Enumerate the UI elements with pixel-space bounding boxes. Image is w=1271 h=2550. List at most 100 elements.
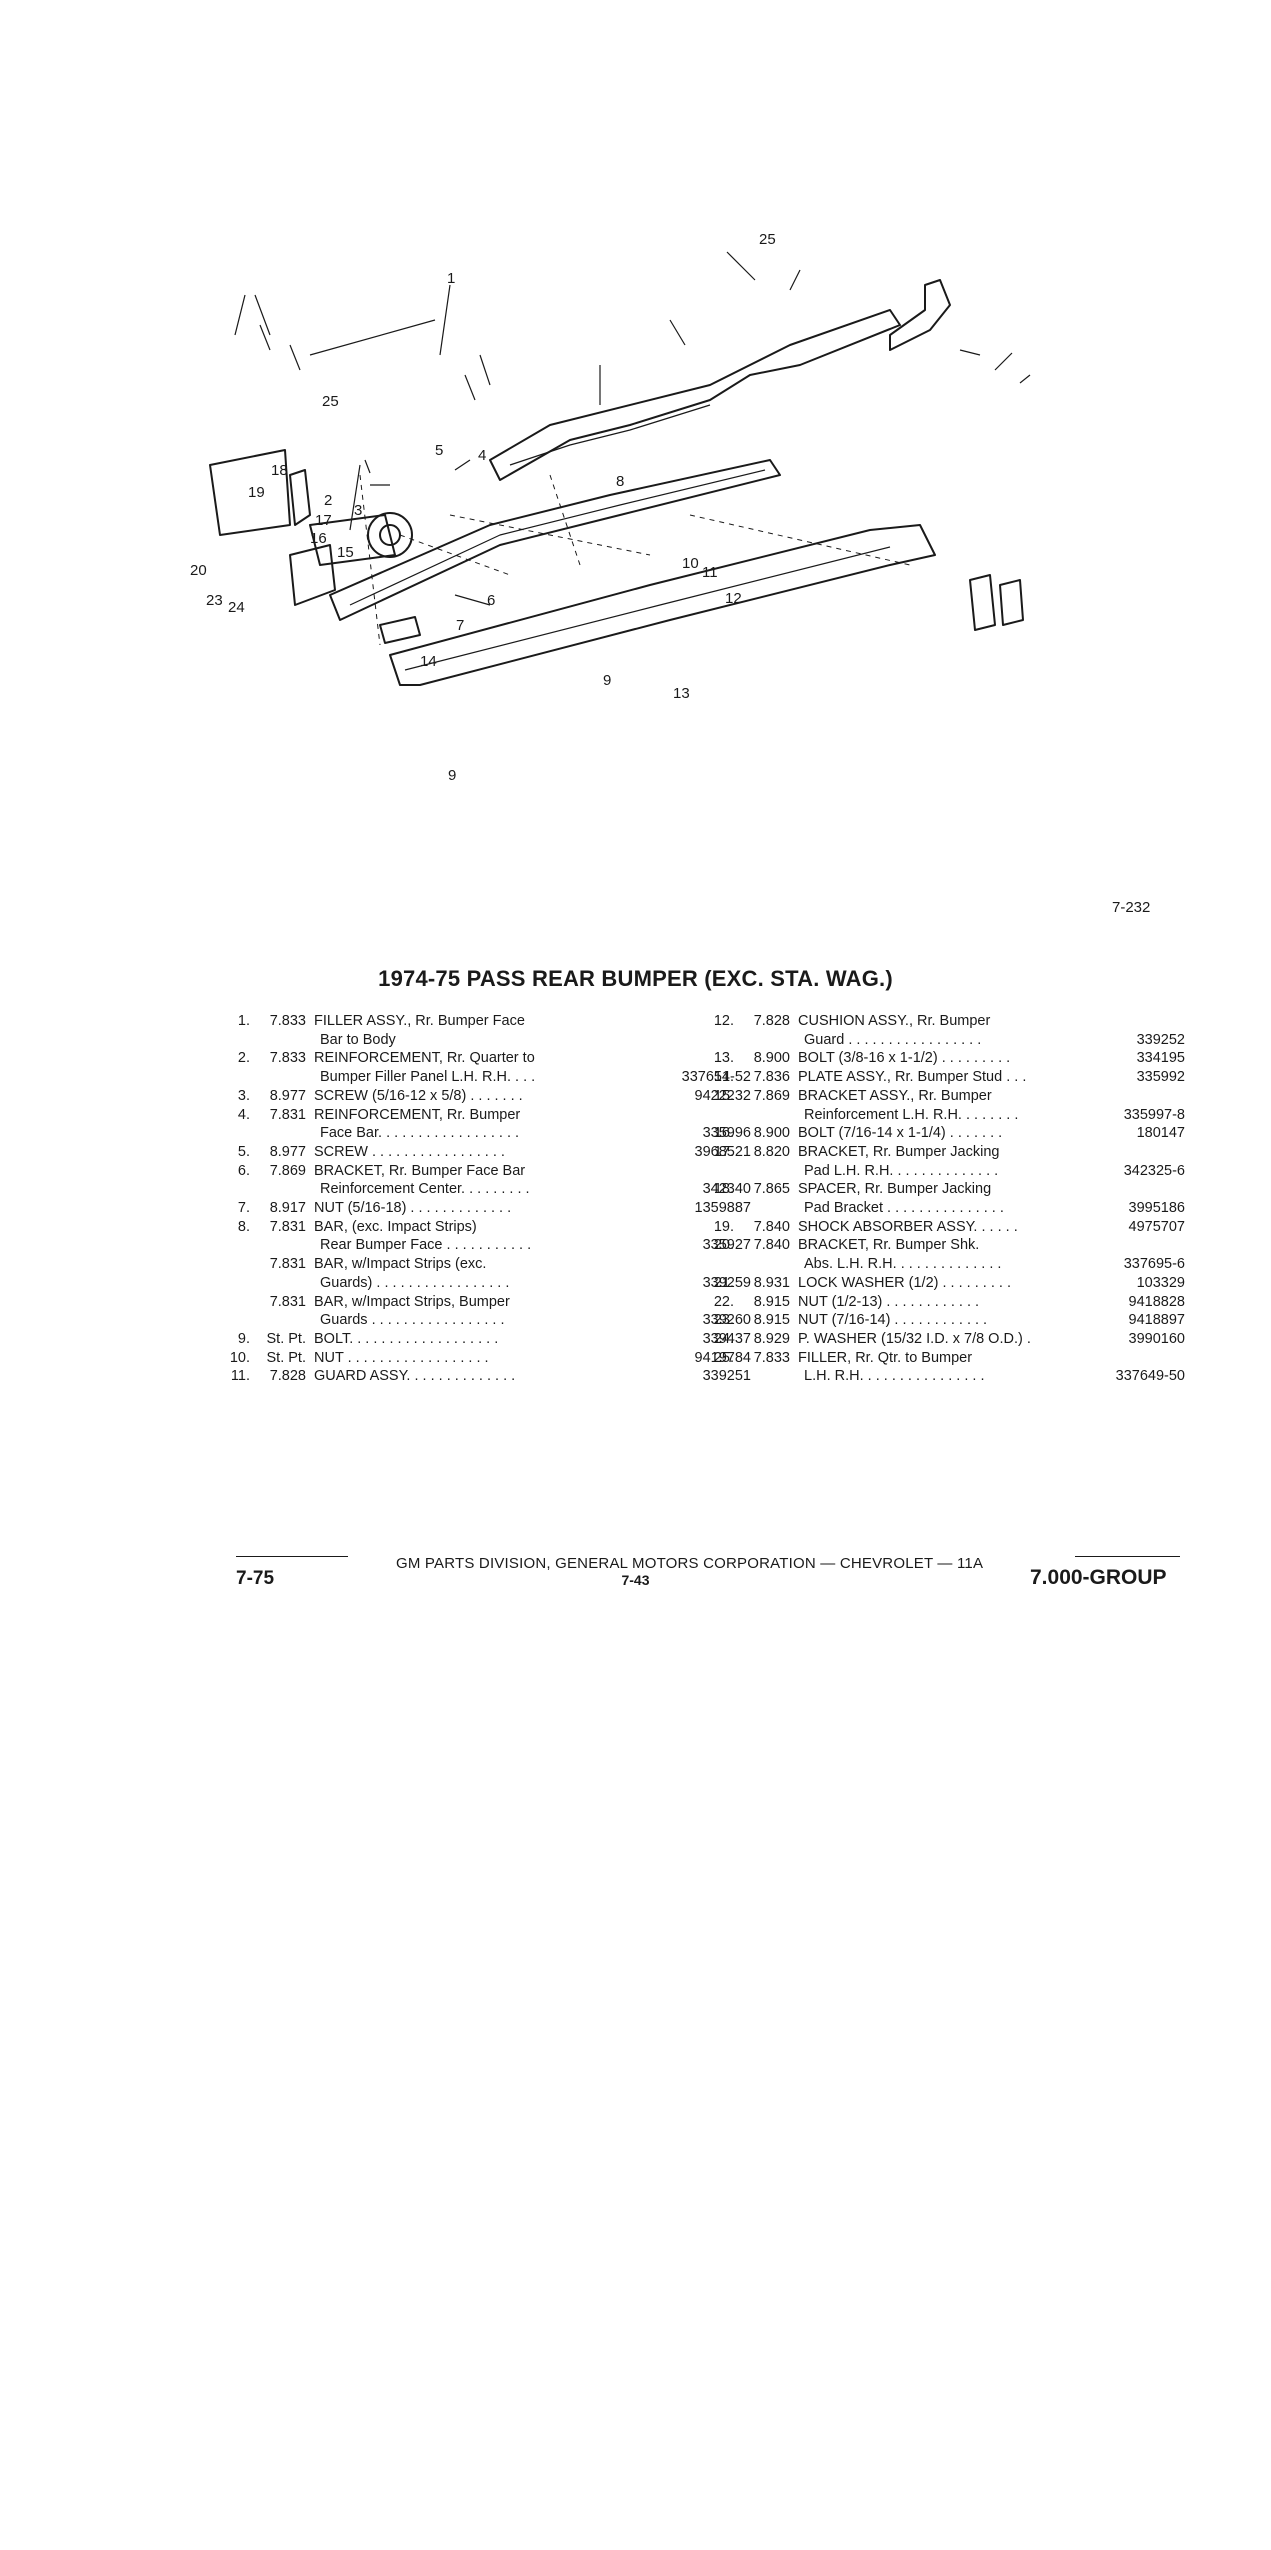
callout-11: 11	[702, 564, 718, 581]
part-number	[1099, 1012, 1185, 1031]
group-number: 8.917	[269, 1200, 306, 1217]
part-description: Reinforcement L.H. R.H. . . . . . . .	[804, 1106, 1019, 1123]
group-number: 8.931	[753, 1274, 790, 1291]
part-description: REINFORCEMENT, Rr. Bumper	[314, 1106, 521, 1123]
item-number	[216, 1031, 250, 1050]
item-number: 7.	[237, 1200, 250, 1217]
part-number: 335996	[702, 1125, 751, 1142]
part-number: 335927	[702, 1237, 751, 1254]
part-number	[1099, 1349, 1185, 1368]
group-number: 8.820	[753, 1143, 790, 1160]
part-description: BOLT (7/16-14 x 1-1/4) . . . . . . .	[798, 1125, 1003, 1142]
part-number: 339259	[702, 1274, 751, 1291]
callout-13: 13	[673, 685, 690, 702]
group-number: 7.869	[753, 1087, 790, 1104]
exploded-bumper-diagram: 25 1 25 23 18 19 2 3 5 4 8 17 16 15 20 2…	[190, 231, 1031, 784]
callout-19: 19	[248, 484, 265, 501]
group-number: 7.833	[269, 1050, 306, 1067]
callout-20: 20	[190, 562, 207, 579]
group-number: St. Pt.	[266, 1349, 307, 1366]
item-number	[700, 1031, 734, 1050]
footer-group: 7.000-GROUP	[1030, 1566, 1167, 1589]
item-number: 13.	[713, 1050, 734, 1067]
group-number	[734, 1367, 798, 1386]
part-number	[1099, 1143, 1185, 1162]
item-number	[700, 1162, 734, 1181]
part-description: SCREW (5/16-12 x 5/8) . . . . . . .	[314, 1087, 523, 1104]
part-description: Guards . . . . . . . . . . . . . . . . .	[320, 1312, 505, 1329]
part-description: NUT (7/16-14) . . . . . . . . . . . .	[798, 1312, 988, 1329]
part-number: 342340	[702, 1181, 751, 1198]
item-number: 15.	[713, 1087, 734, 1104]
group-number	[250, 1311, 314, 1330]
part-description: PLATE ASSY., Rr. Bumper Stud . . .	[798, 1069, 1027, 1086]
callout-14: 14	[420, 653, 437, 670]
parts-list-row: Bumper Filler Panel L.H. R.H. . . .33765…	[216, 1068, 751, 1087]
item-number: 18.	[713, 1181, 734, 1198]
callout-7: 7	[456, 617, 464, 634]
part-description: SHOCK ABSORBER ASSY. . . . . .	[798, 1218, 1018, 1235]
group-number: 8.900	[753, 1125, 790, 1142]
callout-25a: 25	[759, 231, 776, 248]
callout-17: 17	[315, 512, 332, 529]
part-description: REINFORCEMENT, Rr. Quarter to	[314, 1050, 535, 1067]
part-description: GUARD ASSY. . . . . . . . . . . . . .	[314, 1368, 516, 1385]
item-number	[216, 1068, 250, 1087]
item-number: 25.	[713, 1349, 734, 1366]
item-number	[216, 1255, 250, 1274]
part-description: FILLER ASSY., Rr. Bumper Face	[314, 1013, 525, 1029]
part-description: BRACKET, Rr. Bumper Face Bar	[314, 1162, 526, 1179]
parts-list-row: 15. 7.869 BRACKET ASSY., Rr. Bumper	[700, 1087, 1185, 1106]
part-description: Bar to Body	[320, 1031, 396, 1048]
group-number: 7.833	[269, 1013, 306, 1029]
group-number	[734, 1162, 798, 1181]
group-number: 8.977	[269, 1143, 306, 1160]
reinforcement-bar-drawing	[329, 459, 781, 621]
part-number: 3995186	[1128, 1200, 1185, 1217]
part-description: BRACKET ASSY., Rr. Bumper	[798, 1087, 992, 1104]
parts-list-row: L.H. R.H. . . . . . . . . . . . . . . .3…	[700, 1367, 1185, 1386]
part-number: 3968521	[694, 1143, 751, 1160]
item-number	[216, 1274, 250, 1293]
page-title: 1974-75 PASS REAR BUMPER (EXC. STA. WAG.…	[378, 966, 893, 991]
part-description: BAR, w/Impact Strips (exc.	[314, 1256, 487, 1273]
parts-list-row: Rear Bumper Face . . . . . . . . . . .33…	[216, 1236, 751, 1255]
item-number: 3.	[237, 1087, 250, 1104]
group-number	[734, 1106, 798, 1125]
part-number: 337649-50	[1115, 1368, 1185, 1385]
item-number: 17.	[713, 1143, 734, 1160]
part-number: 339437	[702, 1330, 751, 1347]
part-description: Guard . . . . . . . . . . . . . . . . .	[804, 1031, 982, 1048]
group-number	[250, 1274, 314, 1293]
part-number: 337695-6	[1123, 1256, 1185, 1273]
part-number: 9418828	[1128, 1293, 1185, 1310]
callout-9b: 9	[448, 767, 456, 784]
item-number: 2.	[237, 1050, 250, 1067]
group-number: 7.831	[269, 1256, 306, 1273]
face-bar-drawing	[389, 524, 936, 686]
part-number	[1099, 1087, 1185, 1106]
item-number	[216, 1293, 250, 1312]
callout-5: 5	[435, 442, 443, 459]
group-number: 7.831	[269, 1218, 306, 1235]
item-number: 1.	[237, 1013, 250, 1029]
part-number: 9419784	[694, 1349, 751, 1366]
callout-15: 15	[337, 544, 354, 561]
callout-10: 10	[682, 555, 699, 572]
callout-1: 1	[447, 270, 455, 287]
item-number	[700, 1106, 734, 1125]
item-number	[216, 1236, 250, 1255]
part-number: 3990160	[1128, 1330, 1185, 1347]
footer-left-code: 7-75	[236, 1568, 275, 1589]
item-number: 19.	[713, 1218, 734, 1235]
part-number: 335997-8	[1123, 1106, 1185, 1123]
part-description: Face Bar. . . . . . . . . . . . . . . . …	[320, 1125, 520, 1142]
parts-list-row: Pad L.H. R.H. . . . . . . . . . . . . .3…	[700, 1162, 1185, 1181]
